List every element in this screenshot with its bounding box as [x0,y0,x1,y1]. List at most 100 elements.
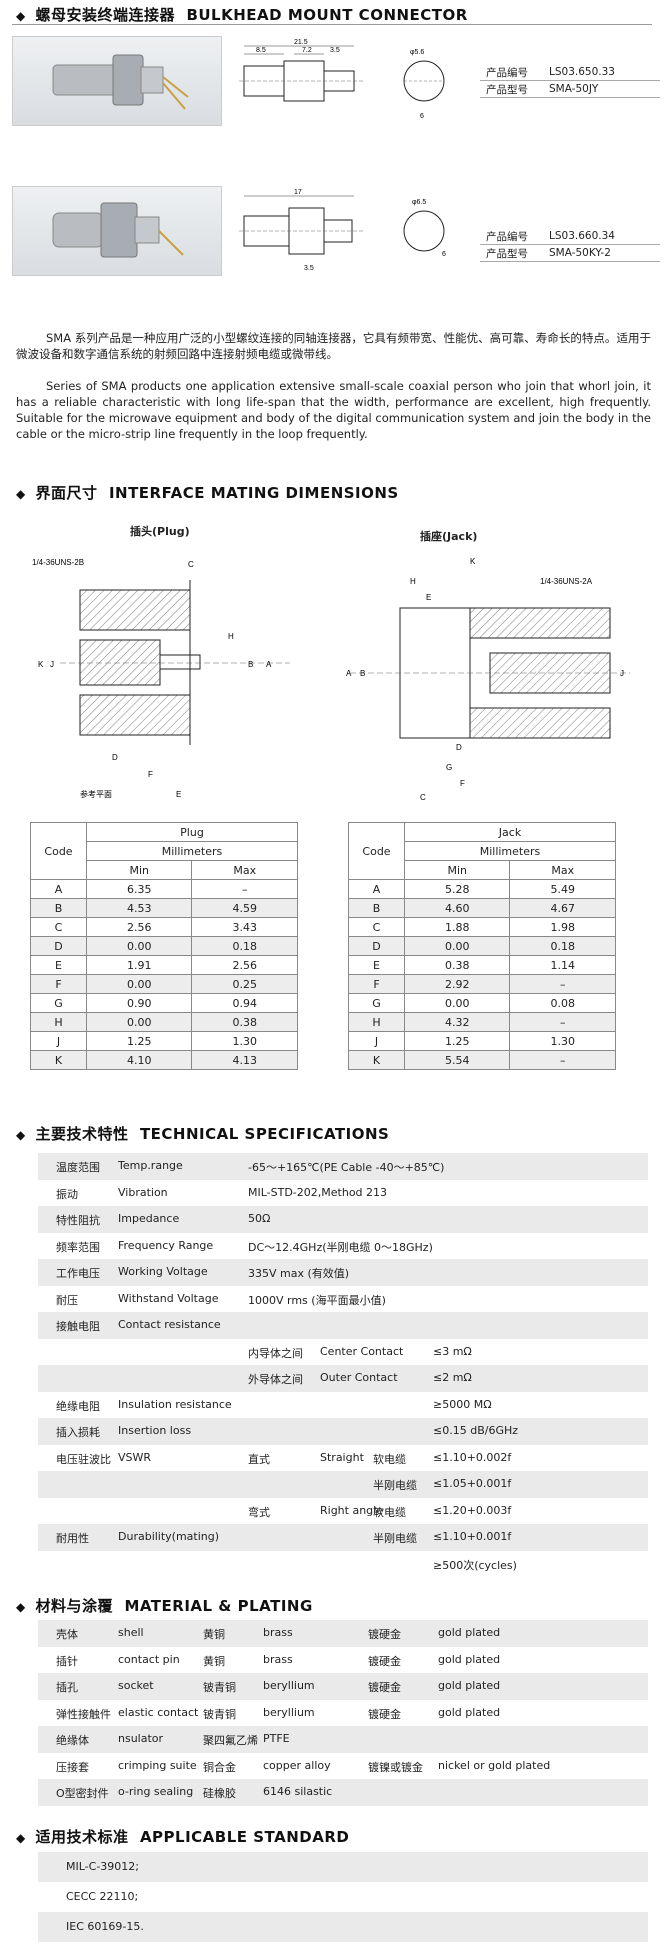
code-cell: J [348,1031,405,1051]
technical-drawing-2: 17 φ6.5 6 3.5 [234,186,474,274]
dim-letter: H [410,577,416,586]
material-cell-f: gold plated [438,1652,501,1666]
material-cell-a: 压接套 [56,1760,89,1774]
max-cell: 0.18 [191,936,298,956]
code-header: Code [348,822,405,880]
spec-cell-c: MIL-STD-202,Method 213 [248,1185,388,1199]
min-cell: 2.56 [85,917,193,937]
dim-letter: A [266,660,272,669]
spec-cell-f: 半刚电缆 [373,1479,417,1492]
max-cell: 0.38 [191,1012,298,1032]
spec-cell-a: 工作电压 [56,1267,100,1280]
spec-cell-e: Outer Contact [320,1371,398,1384]
max-header: Max [191,860,298,880]
code-cell: C [30,917,87,937]
dim-letter: K [38,660,44,669]
material-cell-d: 6146 silastic [263,1785,333,1798]
dim-letter: D [456,743,462,752]
product-model: SMA-50JY [549,83,599,95]
min-cell: 0.38 [403,955,511,975]
plug-label: 插头(Plug) [130,525,190,538]
material-cell-a: 弹性接触件 [56,1707,111,1721]
spec-cell-b: Durability(mating) [118,1530,220,1543]
max-cell: 2.56 [191,955,298,975]
unit-header: Millimeters [86,841,298,861]
material-cell-e: 镀硬金 [368,1707,401,1721]
dim-letter: F [148,770,153,779]
jack-label: 插座(Jack) [420,530,478,543]
min-cell: 1.25 [403,1031,511,1051]
dim-label: 6 [442,251,446,258]
material-cell-c: 硅橡胶 [203,1787,236,1800]
dim-label: φ5.6 [410,49,424,56]
standard-list: MIL-C-39012;CECC 22110;IEC 60169-15. [38,1852,648,1942]
dim-label: 17 [294,189,302,196]
dim-letter: G [446,763,452,772]
material-cell-a: 绝缘体 [56,1734,89,1747]
max-cell: 4.59 [191,898,298,918]
dim-label: 3.5 [304,265,314,272]
spec-cell-b: Temp.range [118,1159,183,1172]
material-cell-b: crimping suite [118,1758,197,1772]
spec-row: 半刚电缆≤1.05+0.001f [38,1471,648,1498]
dim-letter: B [360,669,365,678]
min-cell: 4.53 [85,898,193,918]
spec-cell-c: 335V max (有效值) [248,1267,350,1280]
max-cell: 0.08 [509,993,616,1013]
min-cell: 6.35 [85,879,193,899]
spec-cell-c: -65～+165℃(PE Cable -40～+85℃) [248,1161,445,1174]
material-cell-d: beryllium [263,1679,315,1692]
material-cell-c: 黄铜 [203,1654,225,1668]
spec-cell-c: DC～12.4GHz(半刚电缆 0～18GHz) [248,1240,433,1254]
spec-cell-a: 耐压 [56,1293,78,1307]
title-en: BULKHEAD MOUNT CONNECTOR [186,6,468,24]
code-cell: J [30,1031,87,1051]
spec-cell-b: Contact resistance [118,1318,221,1331]
code-cell: F [348,974,405,994]
product-code: LS03.650.33 [549,66,615,78]
max-cell: 4.13 [191,1050,298,1070]
spec-cell-a: 绝缘电阻 [56,1399,100,1413]
code-cell: A [30,879,87,899]
spec-cell-g: ≥500次(cycles) [433,1558,517,1572]
divider [12,24,652,25]
spec-cell-g: ≤1.20+0.003f [433,1503,512,1517]
spec-cell-e: Straight [320,1450,364,1464]
diamond-icon: ◆ [16,1128,26,1142]
code-cell: G [348,993,405,1013]
code-cell: E [30,955,87,975]
material-cell-d: brass [263,1626,293,1639]
material-cell-c: 铜合金 [203,1760,236,1774]
min-cell: 0.00 [403,936,511,956]
code-cell: H [348,1012,405,1032]
min-cell: 1.25 [85,1031,193,1051]
material-cell-c: 铍青铜 [203,1681,236,1694]
dim-letter: F [460,779,465,788]
label-code: 产品编号 [486,66,528,79]
max-cell: 4.67 [509,898,616,918]
ref-plane-label: 参考平面 [80,789,112,799]
code-cell: G [30,993,87,1013]
product-photo-1 [12,36,222,126]
spec-cell-b: Frequency Range [118,1238,214,1252]
min-cell: 4.60 [403,898,511,918]
max-cell: 1.14 [509,955,616,975]
min-cell: 1.91 [85,955,193,975]
diamond-icon: ◆ [16,9,26,23]
